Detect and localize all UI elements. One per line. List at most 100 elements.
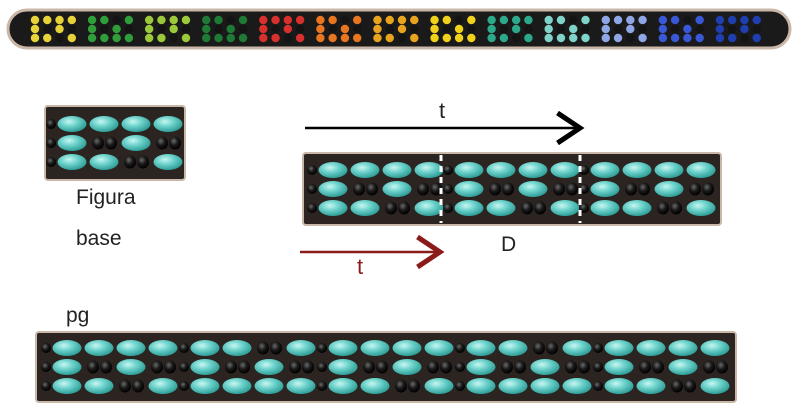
teal-bead [52, 378, 82, 394]
bracelet-bead [112, 33, 121, 43]
black-bead [385, 201, 397, 215]
teal-bead [590, 181, 620, 197]
black-bead [565, 360, 577, 374]
bracelet-bead [670, 15, 680, 25]
bracelet-bead [715, 15, 725, 25]
bracelet-bead [569, 24, 578, 34]
bracelet-bead [715, 33, 725, 43]
bracelet-bead [169, 24, 178, 34]
bracelet-bead [613, 15, 623, 25]
bracelet-bead [638, 15, 647, 25]
bracelet-bead [295, 24, 305, 34]
bracelet-bead [87, 33, 97, 43]
bracelet-bead [467, 33, 476, 43]
teal-bead [328, 359, 358, 375]
teal-bead [562, 340, 592, 356]
bracelet-bead [467, 15, 476, 25]
teal-bead [350, 200, 380, 216]
bracelet-bead [157, 24, 166, 34]
teal-bead [454, 162, 484, 178]
bracelet-bead [67, 24, 77, 34]
colored-bracelet [6, 8, 792, 50]
bracelet-bead [487, 15, 496, 25]
black-bead [100, 360, 112, 374]
bracelet-bead [430, 24, 439, 34]
teal-bead [318, 200, 348, 216]
motif-5 [593, 340, 730, 394]
black-bead [553, 182, 565, 196]
bracelet-bead [626, 33, 635, 43]
teal-bead [360, 378, 390, 394]
bracelet-bead [658, 15, 668, 25]
teal-bead [57, 116, 87, 132]
black-bead [684, 379, 696, 393]
teal-bead [562, 378, 592, 394]
bracelet-bead [100, 33, 109, 43]
bracelet-bead [727, 15, 737, 25]
teal-bead [454, 200, 484, 216]
bracelet-bead [544, 15, 553, 25]
black-bead [270, 341, 282, 355]
bracelet-bead [100, 15, 109, 25]
bracelet-bead [259, 15, 268, 25]
bracelet-bead [271, 33, 280, 43]
motif-4 [455, 340, 592, 394]
bracelet-bead [373, 33, 382, 43]
black-bead [625, 182, 637, 196]
black-bead [307, 203, 317, 213]
bracelet-bead [581, 24, 590, 34]
bracelet-bead [556, 33, 566, 43]
bracelet-bead [373, 24, 382, 34]
teal-bead [424, 340, 454, 356]
bracelet-bead [430, 15, 439, 25]
teal-bead [486, 162, 516, 178]
bracelet-bead [238, 24, 248, 34]
bracelet-bead [524, 33, 533, 43]
teal-bead [654, 181, 684, 197]
bracelet-bead [715, 24, 725, 34]
bracelet-bead [226, 15, 235, 25]
teal-bead [222, 378, 252, 394]
teal-bead [121, 116, 151, 132]
teal-bead [466, 340, 496, 356]
motif-1 [46, 116, 183, 170]
translation-label-top: t [439, 98, 446, 123]
bracelet-bead [752, 15, 761, 25]
translation-strip [302, 152, 722, 226]
bracelet-bead [385, 15, 394, 25]
bracelet-bead [214, 33, 223, 43]
bracelet-bead [181, 24, 191, 34]
bracelet-bead [157, 15, 166, 25]
bracelet-bead [295, 15, 305, 25]
teal-bead [286, 378, 316, 394]
figura-base-label-line1: Figura [76, 186, 136, 209]
bracelet-bead [658, 33, 668, 43]
teal-bead [392, 340, 422, 356]
bracelet-bead [214, 24, 223, 34]
teal-bead [622, 200, 652, 216]
bracelet-bead [487, 24, 496, 34]
bracelet-bead [202, 33, 211, 43]
teal-bead [328, 340, 358, 356]
bracelet-bead [626, 24, 635, 34]
motif-1 [307, 162, 444, 216]
teal-bead [328, 378, 358, 394]
bracelet-bead [601, 15, 610, 25]
teal-bead [700, 378, 730, 394]
bracelet-segment [202, 15, 248, 43]
teal-bead [604, 378, 634, 394]
black-bead [151, 360, 163, 374]
black-bead [179, 381, 189, 391]
teal-bead [454, 181, 484, 197]
bracelet-bead [638, 33, 647, 43]
bracelet-bead [283, 15, 293, 25]
black-bead [671, 379, 683, 393]
bracelet-bead [454, 15, 464, 25]
black-bead [702, 182, 714, 196]
bracelet-bead [524, 15, 533, 25]
teal-bead [148, 340, 178, 356]
teal-bead [654, 162, 684, 178]
bracelet-bead [467, 24, 476, 34]
bracelet-bead [740, 24, 749, 34]
